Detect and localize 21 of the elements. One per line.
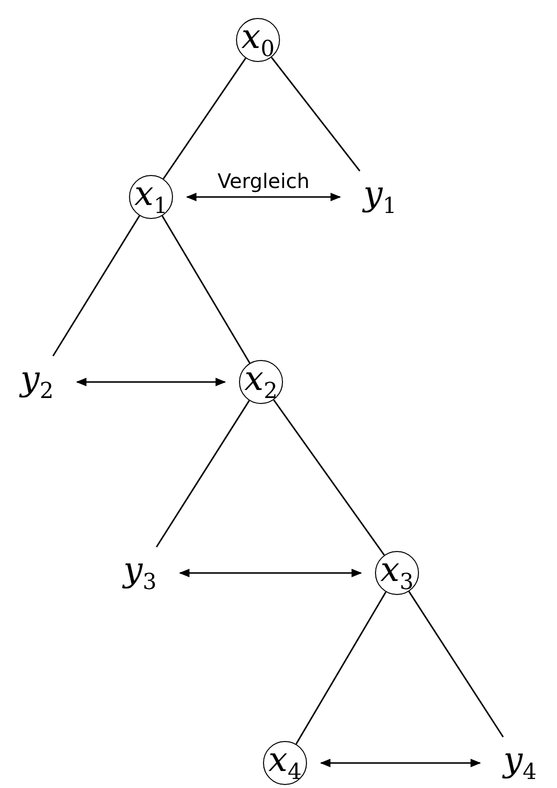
tree-edge (52, 215, 140, 356)
comparison-arrow (178, 568, 362, 578)
math-label: y$_{3}$ (114, 547, 166, 599)
circle-node: x$_{4}$ (263, 741, 307, 785)
math-label: y$_{2}$ (11, 356, 63, 408)
circle-node: x$_{2}$ (239, 360, 283, 404)
circle-node: x$_{3}$ (375, 551, 419, 595)
math-label: y$_{1}$ (354, 171, 406, 223)
tree-edge (296, 592, 386, 744)
comparison-arrow (320, 758, 482, 768)
math-label: y$_{4}$ (494, 737, 546, 788)
tree-edge (156, 400, 250, 548)
circle-node: x$_{0}$ (236, 18, 280, 62)
circle-node: x$_{1}$ (129, 175, 173, 219)
comparison-arrow (186, 192, 342, 202)
comparison-arrow (76, 378, 226, 386)
tree-edge (162, 58, 246, 180)
tree-edge (162, 216, 250, 364)
tree-edge (270, 56, 360, 172)
tree-edge (408, 591, 504, 738)
tree-edge (273, 399, 385, 556)
